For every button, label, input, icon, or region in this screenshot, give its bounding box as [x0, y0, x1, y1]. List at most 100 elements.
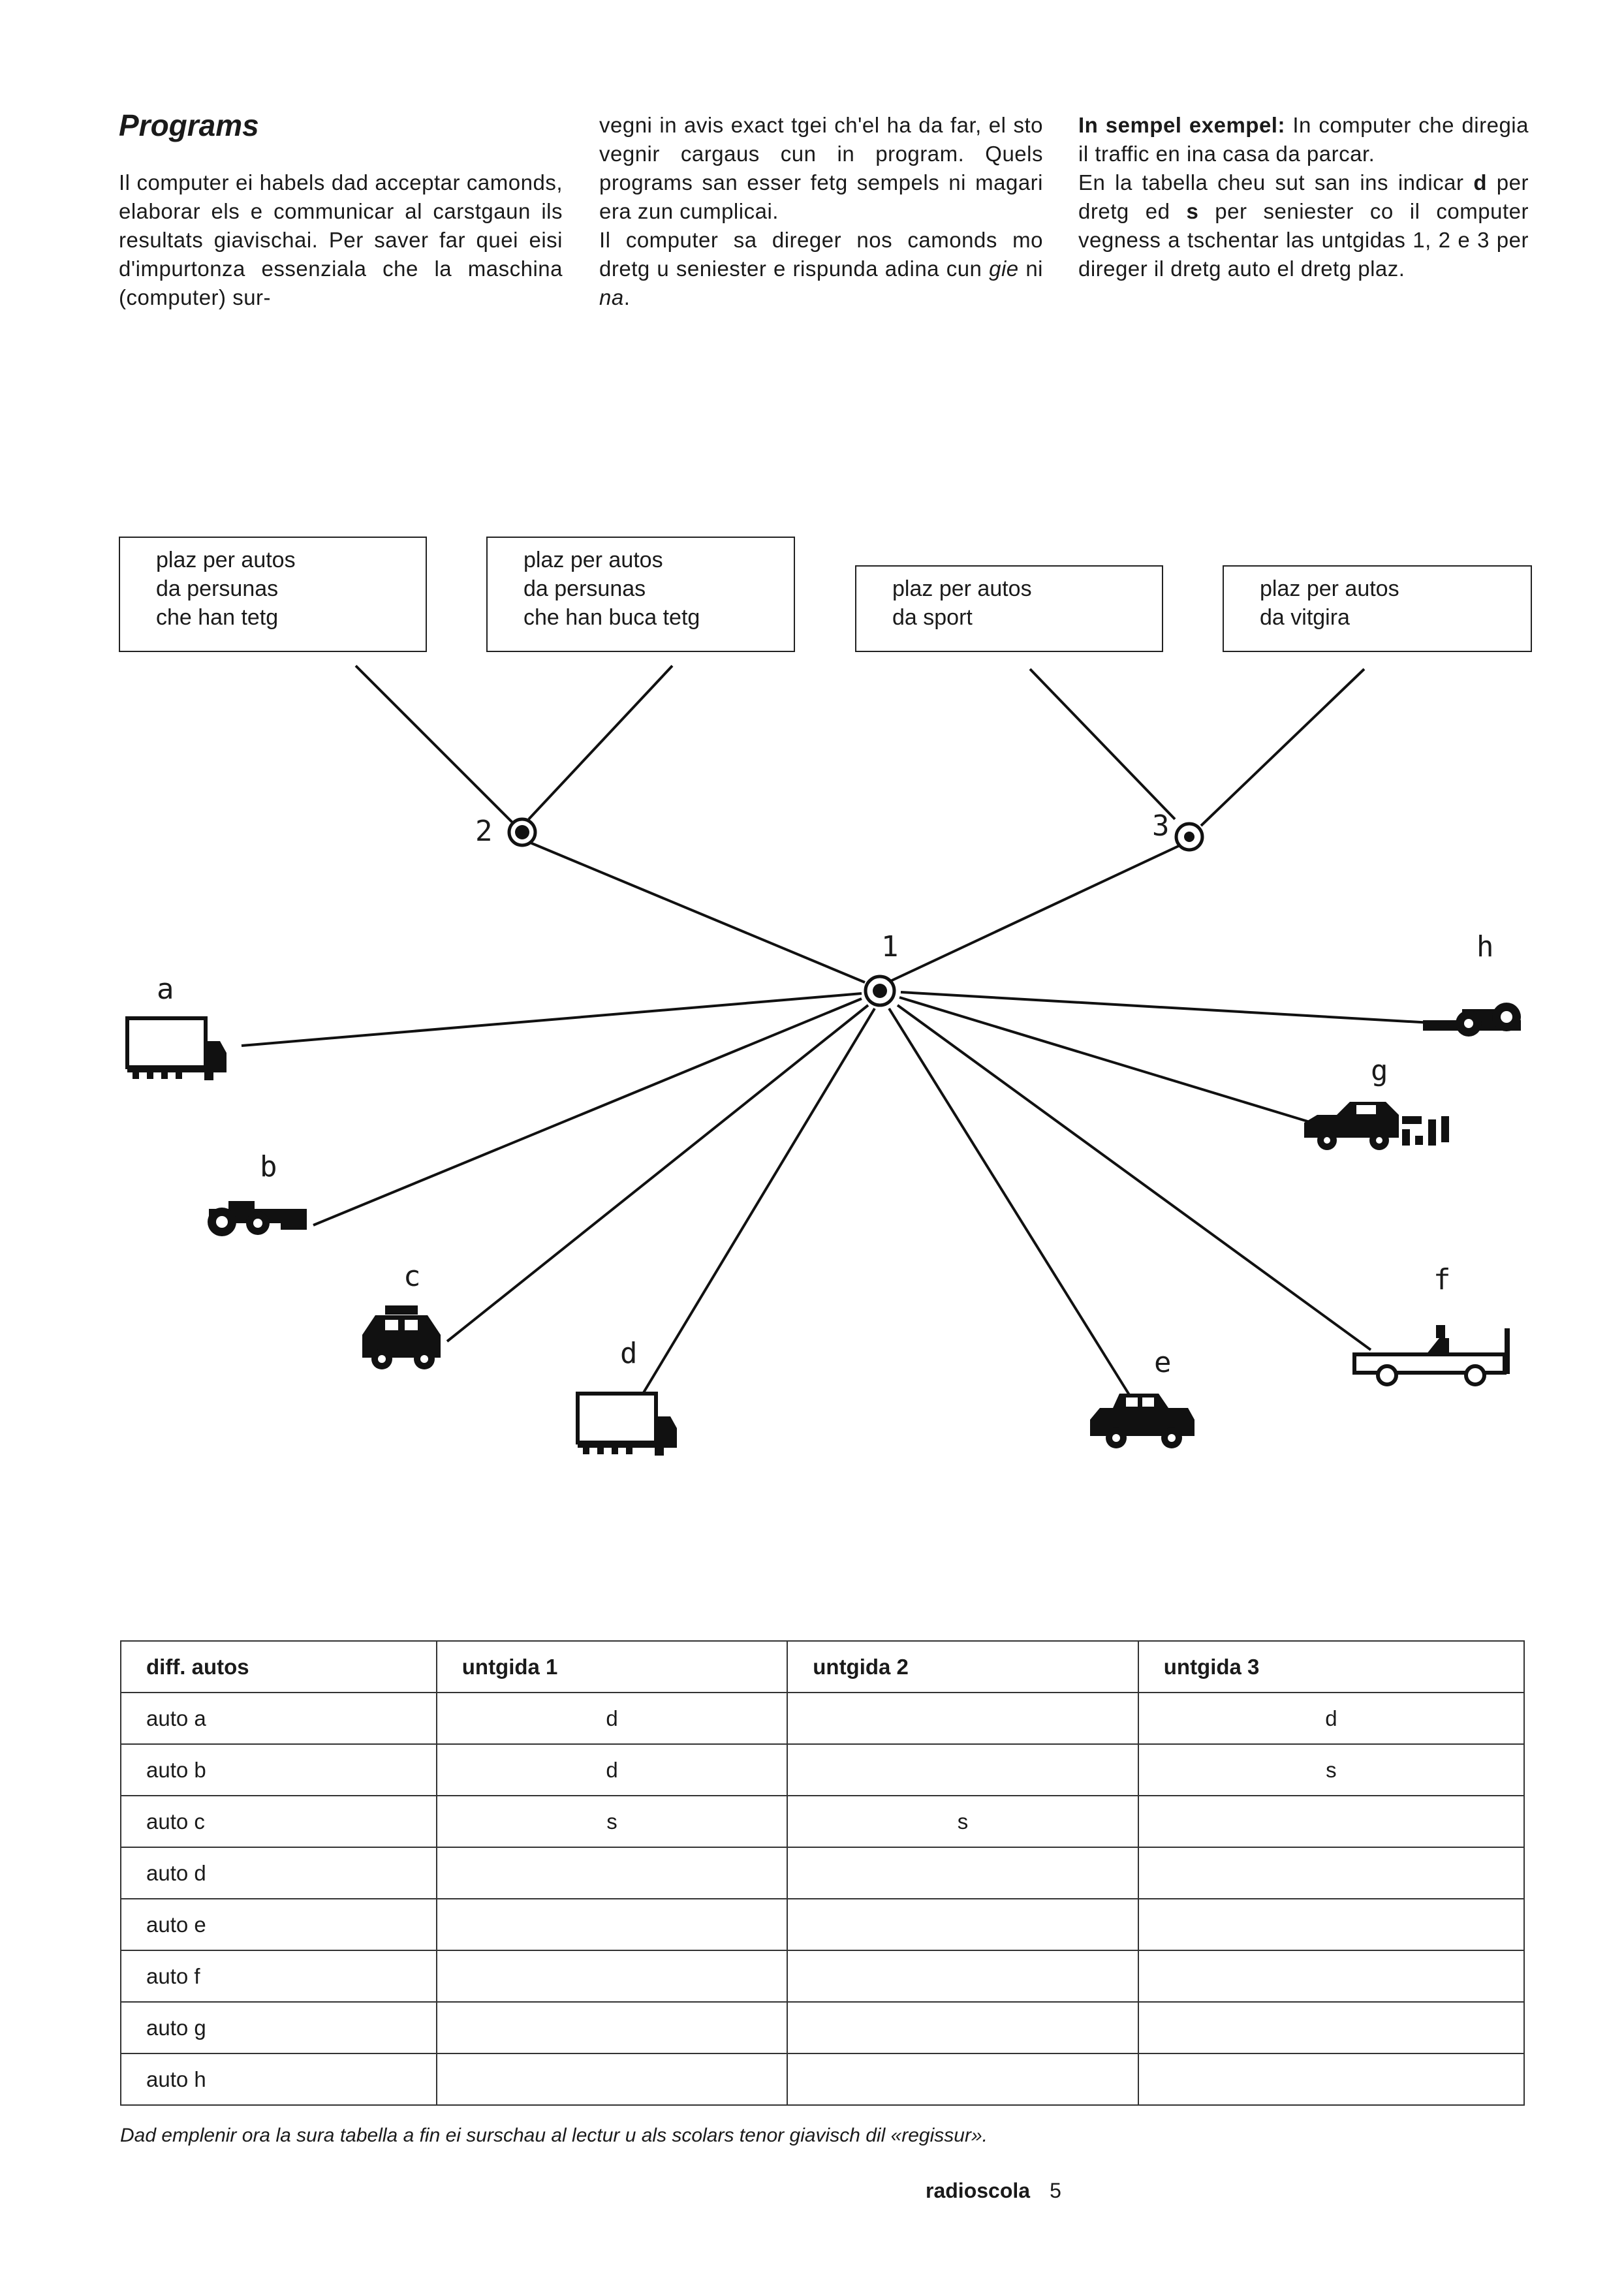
table-cell: s [435, 1795, 789, 1848]
table-cell: d [435, 1743, 789, 1796]
box-line: che han tetg [156, 605, 279, 630]
text-run: Il computer sa direger nos camonds mo dr… [599, 228, 1043, 281]
parking-box-covered: plaz per autos da persunas che han tetg [119, 537, 427, 652]
text-run: per seniester co il computer vegness a t… [1078, 199, 1529, 281]
car-d-label: d [620, 1337, 638, 1370]
page-footer: radioscola 5 [926, 2179, 1061, 2203]
car-g-label: g [1371, 1054, 1388, 1087]
table-cell [1137, 1898, 1525, 1951]
car-f-label: f [1433, 1263, 1451, 1296]
page-number: 5 [1050, 2179, 1061, 2202]
table-row: auto d [120, 1847, 1525, 1899]
police-car-icon [362, 1305, 441, 1369]
paragraph: Il computer ei habels dad acceptar camon… [119, 170, 563, 309]
box-line: plaz per autos [156, 548, 296, 572]
table-row: auto h [120, 2053, 1525, 2106]
table-cell [787, 1847, 1139, 1899]
box-line: da vitgira [1260, 605, 1350, 630]
race-car-icon [208, 1201, 307, 1236]
footer-brand: radioscola [926, 2179, 1031, 2202]
table-row: auto e [120, 1898, 1525, 1951]
car-c-label: c [403, 1260, 421, 1293]
box-line: da sport [892, 605, 973, 630]
switch-1-label: 1 [881, 930, 899, 963]
row-label: auto g [120, 2001, 437, 2054]
table-cell [1137, 2053, 1525, 2106]
text-run: ni [1018, 257, 1043, 281]
table-cell [787, 1898, 1139, 1951]
car-b-label: b [260, 1150, 277, 1183]
letter-s: s [1186, 199, 1199, 223]
paragraph: In sempel exempel: In computer che direg… [1078, 111, 1529, 168]
text-run: In computer che diregia il traffic en in… [1078, 113, 1529, 166]
parking-diagram [125, 664, 1521, 1456]
table-row: auto a d d [120, 1692, 1525, 1745]
text-run: En la tabella cheu sut san ins indicar [1078, 170, 1474, 195]
word-na: na [599, 285, 624, 309]
row-label: auto a [120, 1692, 437, 1745]
paragraph: vegni in avis exact tgei ch'el ha da far… [599, 113, 1043, 223]
box-line: plaz per autos [1260, 576, 1399, 601]
column-header: untgida 3 [1137, 1640, 1525, 1693]
lead-bold: In sempel exempel: [1078, 113, 1285, 137]
text-run: per dretg ed [1078, 170, 1529, 223]
section-heading: Programs [119, 108, 259, 142]
table-cell [435, 1898, 789, 1951]
table-cell [435, 2001, 789, 2054]
column-header: untgida 1 [435, 1640, 789, 1693]
parking-box-delivery: plaz per autos da vitgira [1223, 565, 1532, 652]
table-row: auto g [120, 2001, 1525, 2054]
column-header: untgida 2 [787, 1640, 1139, 1693]
text-run: . [623, 285, 631, 309]
table-cell: s [1137, 1743, 1525, 1796]
parking-box-sport: plaz per autos da sport [855, 565, 1163, 652]
box-line: plaz per autos [523, 548, 663, 572]
row-label: auto d [120, 1847, 437, 1899]
switch-3-label: 3 [1152, 809, 1170, 843]
box-line: da persunas [156, 576, 279, 601]
race-car-icon [1423, 1003, 1521, 1037]
switch-1 [864, 975, 896, 1007]
text-column-2: vegni in avis exact tgei ch'el ha da far… [599, 111, 1043, 312]
switch-3 [1174, 822, 1204, 852]
box-line: da persunas [523, 576, 646, 601]
row-label: auto e [120, 1898, 437, 1951]
table-cell: d [1137, 1692, 1525, 1745]
connection-lines [241, 664, 1443, 1398]
table-cell [787, 1692, 1139, 1745]
column-header: diff. autos [120, 1640, 437, 1693]
text-column-1: Il computer ei habels dad acceptar camon… [119, 168, 563, 312]
convertible-icon [1352, 1325, 1510, 1386]
table-cell [435, 1950, 789, 2003]
text-column-3: In sempel exempel: In computer che direg… [1078, 111, 1529, 283]
table-cell: d [435, 1692, 789, 1745]
row-label: auto f [120, 1950, 437, 2003]
car-a-label: a [157, 973, 174, 1006]
parking-box-uncovered: plaz per autos da persunas che han buca … [486, 537, 795, 652]
row-label: auto h [120, 2053, 437, 2106]
row-label: auto c [120, 1795, 437, 1848]
table-header-row: diff. autos untgida 1 untgida 2 untgida … [120, 1640, 1525, 1693]
switch-2 [507, 817, 537, 847]
table-cell [787, 1743, 1139, 1796]
table-caption: Dad emplenir ora la sura tabella a fin e… [120, 2125, 988, 2146]
table-cell [1137, 1795, 1525, 1848]
truck-icon [576, 1392, 677, 1456]
car-e-label: e [1154, 1346, 1172, 1379]
box-line: plaz per autos [892, 576, 1032, 601]
paragraph: Il computer sa direger nos camonds mo dr… [599, 226, 1043, 312]
table-row: auto f [120, 1950, 1525, 2003]
table-cell: s [787, 1795, 1139, 1848]
box-line: che han buca tetg [523, 605, 700, 630]
table-row: auto b d s [120, 1743, 1525, 1796]
table-cell [1137, 1847, 1525, 1899]
row-label: auto b [120, 1743, 437, 1796]
paragraph: En la tabella cheu sut san ins indicar d… [1078, 168, 1529, 283]
sports-car-icon [1304, 1102, 1449, 1150]
table-cell [1137, 1950, 1525, 2003]
sedan-icon [1090, 1394, 1195, 1448]
table-cell [787, 1950, 1139, 2003]
truck-icon [125, 1016, 226, 1080]
car-h-label: h [1476, 930, 1494, 963]
table-row: auto c s s [120, 1795, 1525, 1848]
